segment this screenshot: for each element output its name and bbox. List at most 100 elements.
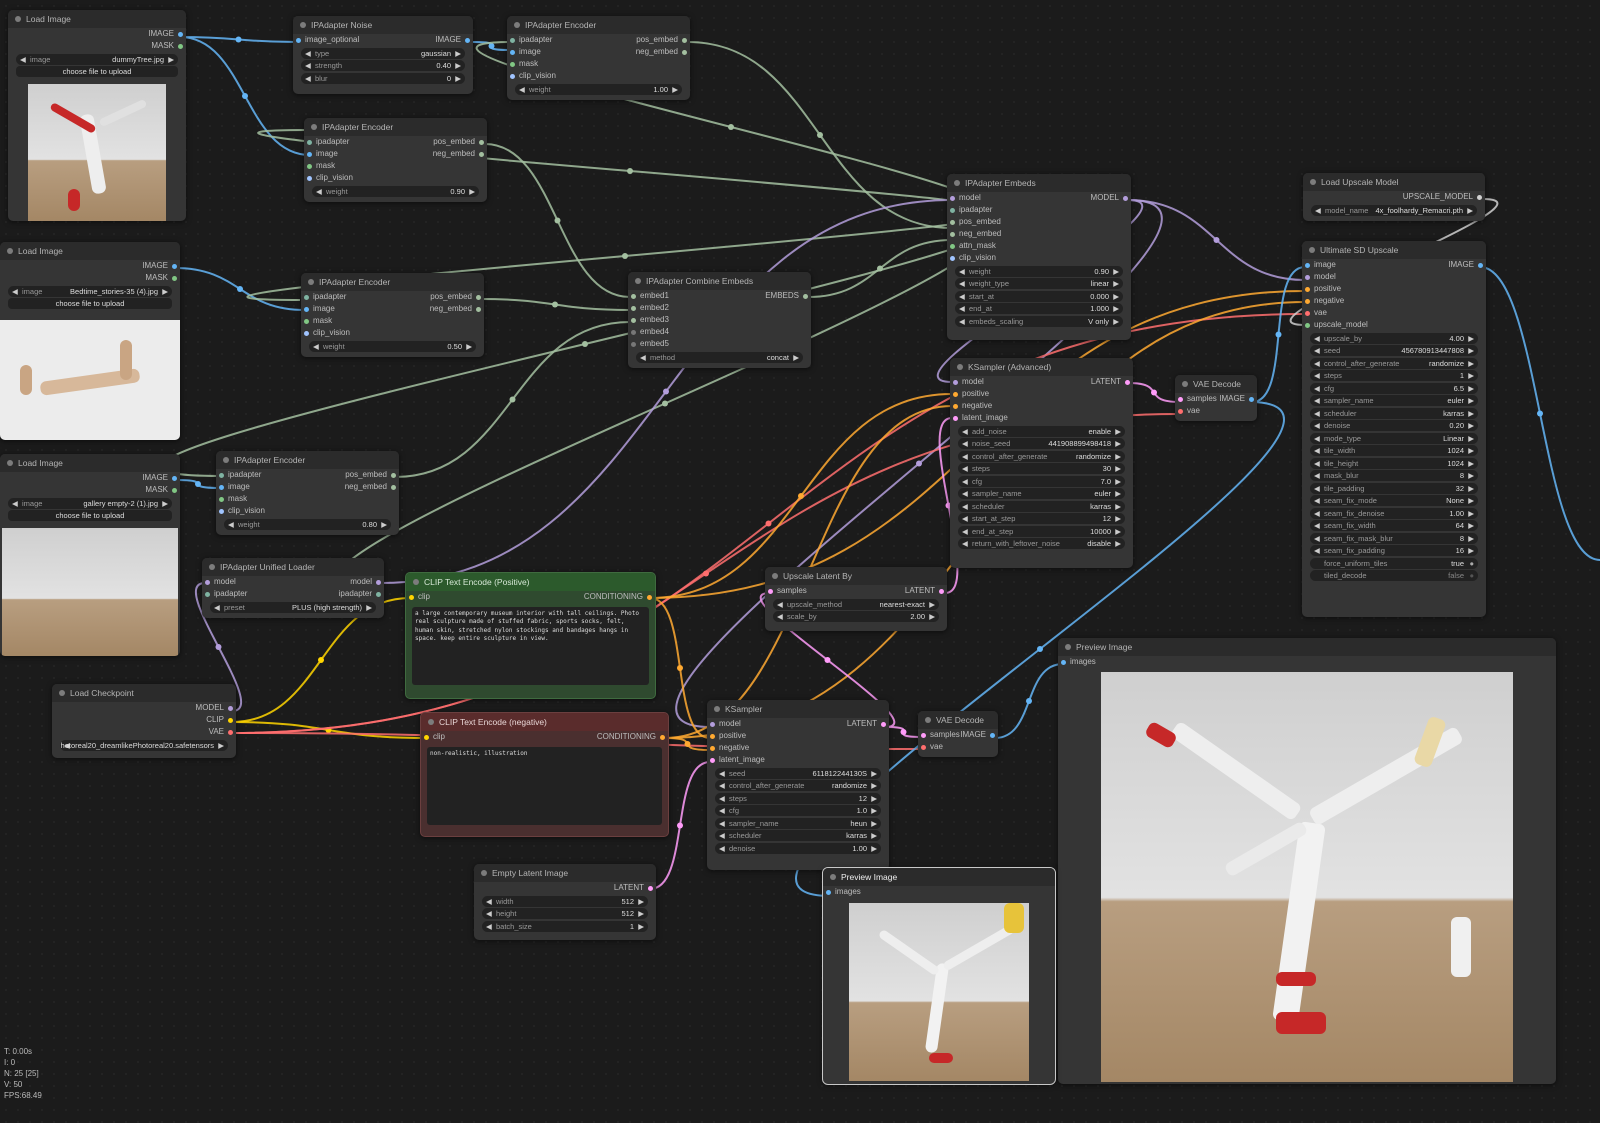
input-port[interactable] bbox=[219, 484, 224, 490]
wire-midpoint[interactable] bbox=[765, 520, 772, 527]
output-port[interactable] bbox=[465, 37, 470, 43]
output-port[interactable] bbox=[1123, 195, 1128, 201]
wire-midpoint[interactable] bbox=[552, 301, 558, 308]
output-image-port[interactable] bbox=[172, 475, 177, 481]
input-port[interactable] bbox=[953, 403, 958, 409]
wire-midpoint[interactable] bbox=[325, 727, 332, 733]
input-port[interactable] bbox=[219, 472, 224, 478]
wire-midpoint[interactable] bbox=[684, 741, 691, 747]
input-port[interactable] bbox=[826, 889, 831, 895]
input-port[interactable] bbox=[921, 732, 926, 738]
load-upscale-model-node[interactable]: Load Upscale Model UPSCALE_MODEL ◀model_… bbox=[1303, 173, 1485, 221]
wire-midpoint[interactable] bbox=[582, 341, 588, 347]
wire-midpoint[interactable] bbox=[817, 132, 823, 138]
node-title[interactable]: CLIP Text Encode (Positive) bbox=[406, 573, 655, 591]
input-port[interactable] bbox=[304, 294, 309, 300]
wire-midpoint[interactable] bbox=[242, 93, 248, 99]
node-title[interactable]: IPAdapter Embeds bbox=[947, 174, 1131, 192]
node-title[interactable]: Upscale Latent By bbox=[765, 567, 947, 585]
input-port[interactable] bbox=[1178, 396, 1183, 402]
wire-midpoint[interactable] bbox=[703, 570, 709, 577]
output-port[interactable] bbox=[1477, 194, 1482, 200]
input-port[interactable] bbox=[205, 591, 210, 597]
node-title[interactable]: Preview Image bbox=[1058, 638, 1556, 656]
wire-midpoint[interactable] bbox=[1213, 237, 1220, 243]
output-port[interactable] bbox=[1249, 396, 1254, 402]
input-port[interactable] bbox=[710, 745, 715, 751]
output-port[interactable] bbox=[881, 721, 886, 727]
node-title[interactable]: IPAdapter Encoder bbox=[216, 451, 399, 469]
input-port[interactable] bbox=[1305, 274, 1310, 280]
output-port[interactable] bbox=[647, 594, 652, 600]
input-port[interactable] bbox=[304, 330, 309, 336]
wire-midpoint[interactable] bbox=[824, 657, 831, 663]
output-port[interactable] bbox=[228, 705, 233, 711]
input-port[interactable] bbox=[307, 163, 312, 169]
input-port[interactable] bbox=[1305, 286, 1310, 292]
node-title[interactable]: Load Checkpoint bbox=[52, 684, 236, 702]
wire-midpoint[interactable] bbox=[195, 481, 201, 487]
input-port[interactable] bbox=[631, 317, 636, 323]
input-port[interactable] bbox=[1061, 659, 1066, 665]
prompt-textarea[interactable]: non-realistic, illustration bbox=[427, 747, 662, 825]
wire-midpoint[interactable] bbox=[215, 644, 222, 650]
output-port[interactable] bbox=[476, 306, 481, 312]
node-title[interactable]: KSampler (Advanced) bbox=[950, 358, 1133, 376]
input-port[interactable] bbox=[307, 175, 312, 181]
wire-midpoint[interactable] bbox=[677, 665, 683, 671]
prompt-textarea[interactable]: a large contemporary museum interior wit… bbox=[412, 607, 649, 685]
input-port[interactable] bbox=[1305, 322, 1310, 328]
output-port[interactable] bbox=[391, 472, 396, 478]
wire-midpoint[interactable] bbox=[1026, 698, 1032, 704]
input-port[interactable] bbox=[631, 293, 636, 299]
wire-midpoint[interactable] bbox=[554, 217, 561, 224]
input-port[interactable] bbox=[510, 49, 515, 55]
input-port[interactable] bbox=[631, 305, 636, 311]
node-title[interactable]: Load Upscale Model bbox=[1303, 173, 1485, 191]
wire-midpoint[interactable] bbox=[798, 493, 804, 499]
preview-image-node-small[interactable]: Preview Image images bbox=[822, 867, 1056, 1085]
input-port[interactable] bbox=[1305, 262, 1310, 268]
input-port[interactable] bbox=[424, 734, 429, 740]
output-port[interactable] bbox=[660, 734, 665, 740]
output-port[interactable] bbox=[479, 139, 484, 145]
input-port[interactable] bbox=[409, 594, 414, 600]
wire-midpoint[interactable] bbox=[237, 286, 243, 292]
wire-midpoint[interactable] bbox=[627, 168, 633, 174]
output-port[interactable] bbox=[476, 294, 481, 300]
